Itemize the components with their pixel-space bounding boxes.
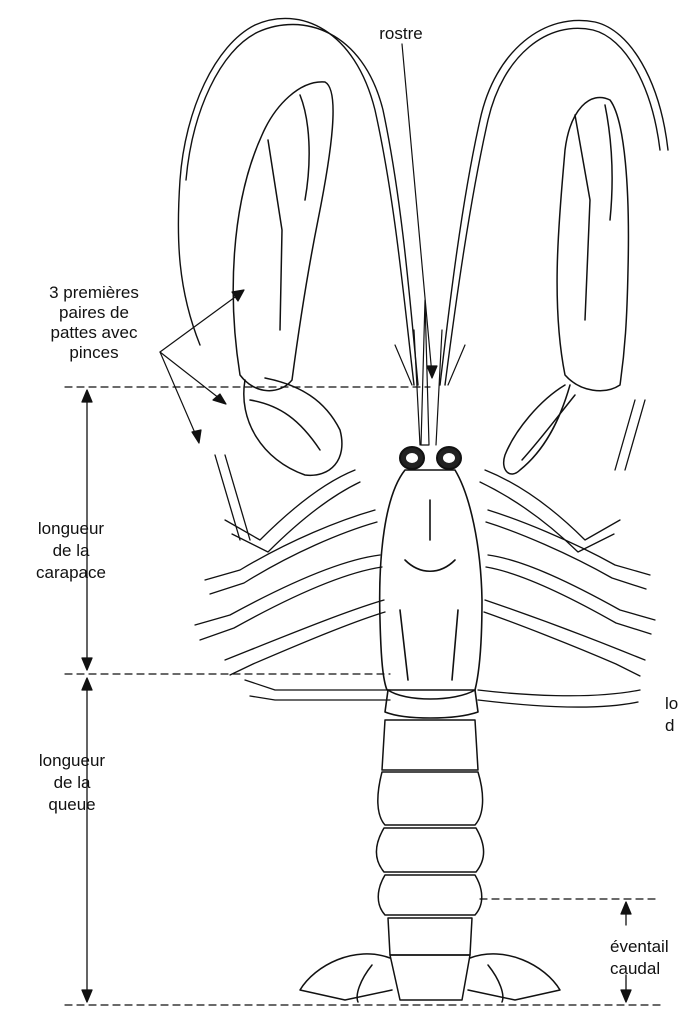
right-claw: [504, 97, 629, 474]
claws-label: 3 premières paires de pattes avec pinces: [34, 283, 154, 363]
abdomen: [377, 720, 484, 955]
antennae: [178, 18, 668, 385]
tail-length-label: longueur de la queue: [22, 750, 122, 816]
carapace-length-label: longueur de la carapace: [21, 518, 121, 584]
total-length-fragment: lo d: [665, 693, 678, 737]
carapace: [380, 470, 482, 718]
tail-fan-label: éventail caudal: [610, 936, 669, 980]
leader-lines: [160, 44, 437, 443]
left-legs: [195, 455, 390, 700]
tail-fan-shape: [300, 954, 560, 1002]
head-eyes: [400, 447, 461, 469]
left-claw: [233, 82, 342, 475]
right-legs: [478, 400, 655, 707]
rostrum-label: rostre: [372, 23, 430, 45]
